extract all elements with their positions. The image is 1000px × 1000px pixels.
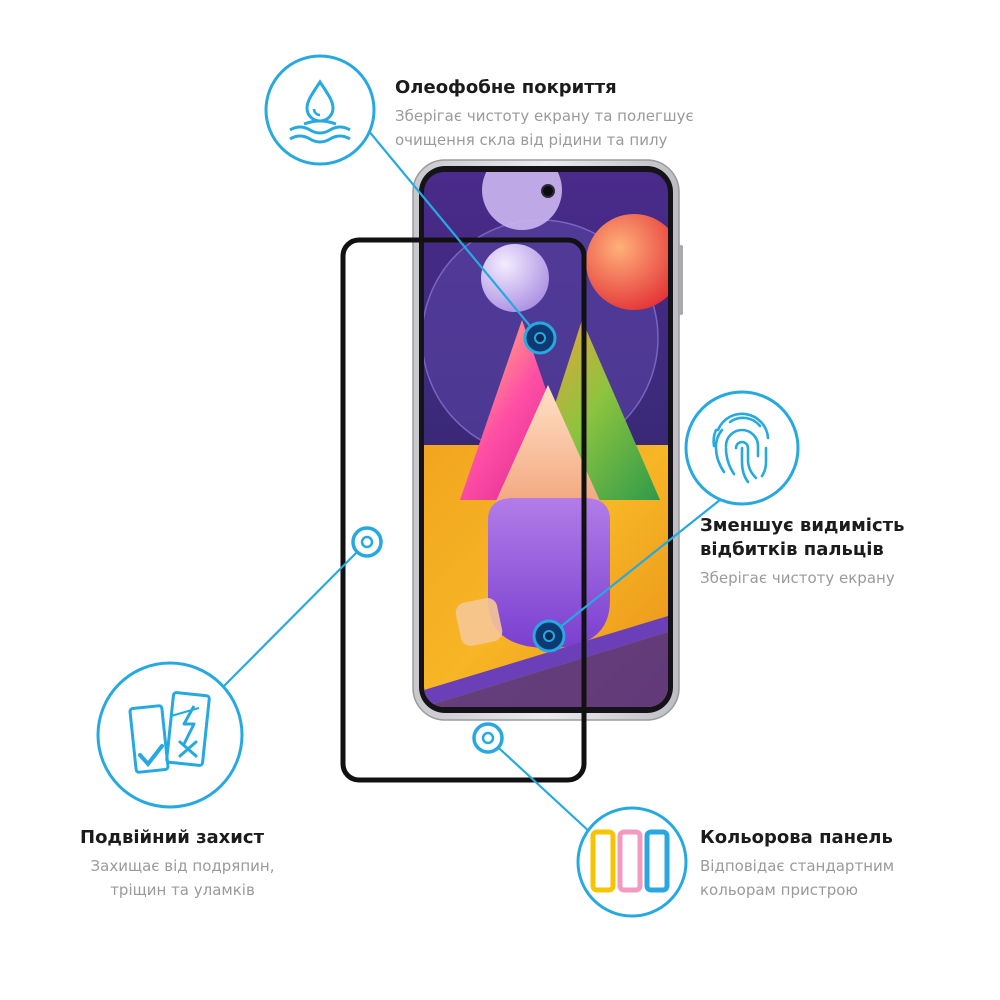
front-camera [541, 184, 555, 198]
feature-fingerprint-desc: Зберігає чистоту екрану [700, 569, 895, 587]
feature-fingerprint-title: Зменшує видимість відбитків пальців [700, 514, 980, 562]
double-protection-icon [96, 661, 244, 809]
callout-lines [221, 123, 736, 847]
callout-dot-oleophobic [523, 321, 557, 355]
feature-double-protection-desc: Захищає від подряпин, тріщин та уламків [80, 854, 285, 902]
feature-fingerprint: Зменшує видимість відбитків пальців Збер… [700, 514, 980, 590]
feature-double-protection-desc-line2: тріщин та уламків [110, 881, 255, 899]
feature-oleophobic-desc-line1: Зберігає чистоту екрану та полегшує [395, 107, 694, 125]
glass-black-frame [340, 237, 587, 783]
water-drop-icon [264, 54, 376, 166]
feature-double-protection-desc-line1: Захищає від подряпин, [90, 857, 275, 875]
callout-dot-double-protection [351, 526, 383, 558]
phone-screen-wallpaper [424, 172, 668, 707]
feature-color-panel-desc-line2: кольорам пристрою [700, 881, 859, 899]
feature-color-panel: Кольорова панель Відповідає стандартним … [700, 826, 980, 902]
callout-dot-fingerprint [532, 619, 566, 653]
feature-double-protection-title: Подвійний захист [80, 827, 264, 848]
feature-double-protection: Подвійний захист Захищає від подряпин, т… [80, 826, 320, 902]
feature-oleophobic-desc-line2: очищення скла від рідини та пилу [395, 131, 668, 149]
feature-oleophobic: Олеофобне покриття Зберігає чистоту екра… [395, 76, 735, 152]
callout-dot-color-panel [472, 722, 504, 754]
feature-color-panel-title: Кольорова панель [700, 827, 893, 848]
feature-color-panel-desc-line1: Відповідає стандартним [700, 857, 895, 875]
phone [412, 159, 683, 721]
phone-side-button [679, 245, 683, 315]
feature-color-panel-desc: Відповідає стандартним кольорам пристрою [700, 854, 980, 902]
feature-fingerprint-title-line2: відбитків пальців [700, 539, 884, 560]
feature-oleophobic-desc: Зберігає чистоту екрану та полегшує очищ… [395, 104, 735, 152]
feature-oleophobic-title: Олеофобне покриття [395, 77, 617, 98]
feature-fingerprint-title-line1: Зменшує видимість [700, 515, 905, 536]
color-panel-icon [576, 806, 688, 918]
fingerprint-icon [684, 390, 800, 506]
